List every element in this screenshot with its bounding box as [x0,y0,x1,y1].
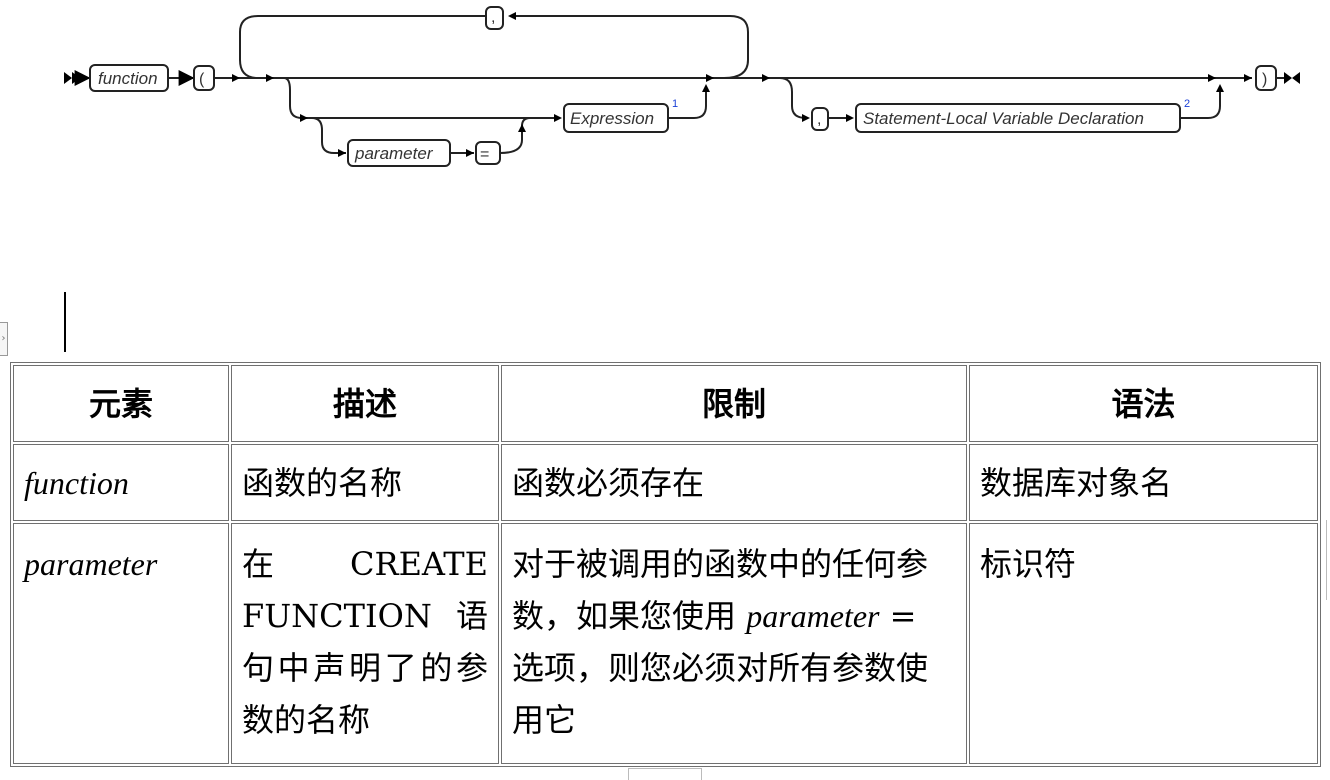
expression-term-label: Expression [570,109,654,128]
declaration-footnote: 2 [1184,98,1190,110]
table-resize-handle[interactable] [1326,520,1330,600]
function-term-label: function [98,69,158,88]
table-row-handle[interactable] [628,768,702,780]
close-paren-label: ) [1262,71,1267,88]
table-row: parameter 在 CREATE FUNCTION 语句中声明了的参数的名称… [13,523,1318,764]
table-header-row: 元素 描述 限制 语法 [13,365,1318,442]
restriction-text-pre: 对于被调用的函数中的任何参数，如果您使用 [512,545,929,635]
open-paren-label: ( [199,71,205,88]
cell-syntax: 标识符 [969,523,1318,764]
header-restriction: 限制 [501,365,967,442]
expression-footnote: 1 [672,98,678,110]
syntax-diagram: function ( , parameter = Expression 1 , … [64,6,1300,167]
restriction-term: parameter [746,598,880,634]
cell-description: 函数的名称 [231,444,499,521]
cell-restriction: 对于被调用的函数中的任何参数，如果您使用 parameter = 选项，则您必须… [501,523,967,764]
cell-syntax: 数据库对象名 [969,444,1318,521]
text-cursor [64,292,66,352]
equals-label: = [480,146,489,163]
cell-description: 在 CREATE FUNCTION 语句中声明了的参数的名称 [231,523,499,764]
header-element: 元素 [13,365,229,442]
header-syntax: 语法 [969,365,1318,442]
parameter-term-label: parameter [354,144,434,163]
table-row: function 函数的名称 函数必须存在 数据库对象名 [13,444,1318,521]
diagram-end-marker [1284,72,1300,84]
cell-restriction: 函数必须存在 [501,444,967,521]
diagram-start-marker [64,72,80,84]
restriction-text-post: = 选项，则您必须对所有参数使用它 [512,597,929,739]
header-description: 描述 [231,365,499,442]
cell-element: parameter [13,523,229,764]
comma-loop-box [485,6,504,30]
comma-loop-label: , [491,9,495,26]
margin-handle[interactable]: › [0,322,8,356]
syntax-table: 元素 描述 限制 语法 function 函数的名称 函数必须存在 数据库对象名… [10,362,1321,767]
comma-decl-label: , [817,111,821,128]
declaration-term-label: Statement-Local Variable Declaration [863,109,1144,128]
cell-element: function [13,444,229,521]
